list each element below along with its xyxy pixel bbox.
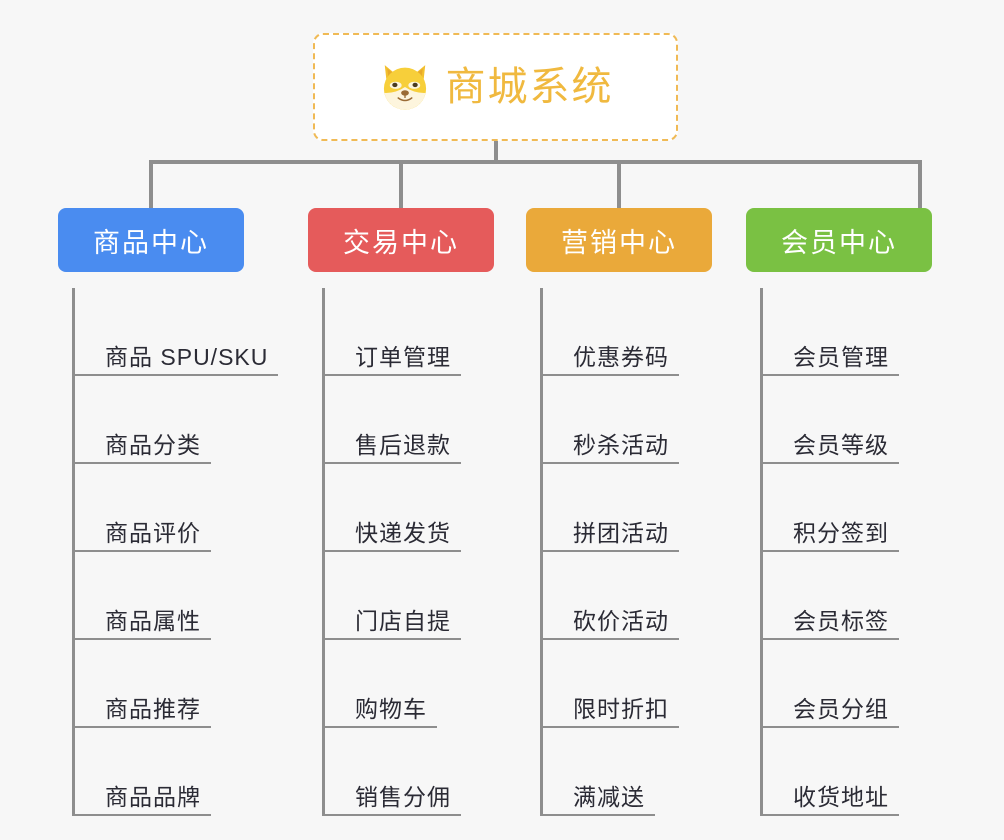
list-item[interactable]: 会员等级 — [763, 376, 936, 464]
leaf-list-4: 会员管理 会员等级 积分签到 会员标签 会员分组 收货地址 — [760, 288, 936, 816]
list-item[interactable]: 售后退款 — [325, 376, 498, 464]
leaf-underline — [543, 550, 679, 552]
category-card-2[interactable]: 交易中心 — [308, 208, 494, 272]
connector-drop-4 — [918, 160, 922, 209]
leaf-label: 满减送 — [573, 784, 645, 811]
leaf-list-3: 优惠券码 秒杀活动 拼团活动 砍价活动 限时折扣 满减送 — [540, 288, 716, 816]
list-item[interactable]: 商品推荐 — [75, 640, 248, 728]
leaf-underline — [325, 726, 437, 728]
leaf-underline — [325, 374, 461, 376]
leaf-underline — [543, 638, 679, 640]
branch-column-3: 营销中心 优惠券码 秒杀活动 拼团活动 砍价活动 限时折扣 — [526, 208, 716, 816]
list-item[interactable]: 销售分佣 — [325, 728, 498, 816]
leaf-underline — [763, 374, 899, 376]
leaf-label: 商品 SPU/SKU — [105, 344, 269, 371]
list-item[interactable]: 快递发货 — [325, 464, 498, 552]
leaf-underline — [543, 814, 655, 816]
leaf-label: 商品分类 — [105, 432, 201, 459]
shiba-dog-face-icon — [383, 65, 426, 110]
leaf-underline — [75, 374, 279, 376]
leaf-underline — [543, 374, 679, 376]
leaf-label: 会员管理 — [793, 344, 889, 371]
leaf-label: 优惠券码 — [573, 344, 669, 371]
category-card-3[interactable]: 营销中心 — [526, 208, 712, 272]
leaf-underline — [325, 638, 461, 640]
leaf-label: 收货地址 — [793, 784, 889, 811]
leaf-underline — [75, 462, 211, 464]
connector-drop-3 — [617, 160, 621, 209]
root-node-title: 商城系统 — [445, 65, 614, 109]
leaf-label: 会员分组 — [793, 696, 889, 723]
leaf-underline — [543, 726, 679, 728]
category-card-1[interactable]: 商品中心 — [58, 208, 244, 272]
leaf-label: 商品评价 — [105, 520, 201, 547]
leaf-underline — [75, 726, 211, 728]
leaf-underline — [543, 462, 679, 464]
connector-drop-1 — [149, 160, 153, 209]
list-item[interactable]: 秒杀活动 — [543, 376, 716, 464]
list-item[interactable]: 优惠券码 — [543, 288, 716, 376]
leaf-label: 会员等级 — [793, 432, 889, 459]
leaf-list-1: 商品 SPU/SKU 商品分类 商品评价 商品属性 商品推荐 商品品牌 — [72, 288, 279, 816]
leaf-label: 商品推荐 — [105, 696, 201, 723]
list-item[interactable]: 满减送 — [543, 728, 716, 816]
leaf-label: 订单管理 — [355, 344, 451, 371]
leaf-underline — [763, 814, 899, 816]
leaf-underline — [763, 638, 899, 640]
branch-column-4: 会员中心 会员管理 会员等级 积分签到 会员标签 会员分组 — [746, 208, 936, 816]
leaf-label: 商品品牌 — [105, 784, 201, 811]
list-item[interactable]: 会员标签 — [763, 552, 936, 640]
list-item[interactable]: 积分签到 — [763, 464, 936, 552]
list-item[interactable]: 砍价活动 — [543, 552, 716, 640]
leaf-label: 积分签到 — [793, 520, 889, 547]
leaf-underline — [325, 814, 461, 816]
leaf-label: 秒杀活动 — [573, 432, 669, 459]
list-item[interactable]: 购物车 — [325, 640, 498, 728]
branch-column-2: 交易中心 订单管理 售后退款 快递发货 门店自提 购物车 — [308, 208, 498, 816]
leaf-label: 售后退款 — [355, 432, 451, 459]
list-item[interactable]: 门店自提 — [325, 552, 498, 640]
list-item[interactable]: 会员管理 — [763, 288, 936, 376]
list-item[interactable]: 商品品牌 — [75, 728, 248, 816]
leaf-label: 门店自提 — [355, 608, 451, 635]
root-node-mall-system[interactable]: 商城系统 — [313, 33, 678, 141]
connector-bus-horizontal — [150, 160, 922, 164]
leaf-underline — [325, 462, 461, 464]
leaf-label: 商品属性 — [105, 608, 201, 635]
list-item[interactable]: 商品分类 — [75, 376, 248, 464]
list-item[interactable]: 商品 SPU/SKU — [75, 288, 279, 376]
list-item[interactable]: 会员分组 — [763, 640, 936, 728]
leaf-underline — [325, 550, 461, 552]
leaf-label: 销售分佣 — [355, 784, 451, 811]
leaf-underline — [75, 814, 211, 816]
list-item[interactable]: 限时折扣 — [543, 640, 716, 728]
list-item[interactable]: 商品属性 — [75, 552, 248, 640]
list-item[interactable]: 商品评价 — [75, 464, 248, 552]
leaf-list-2: 订单管理 售后退款 快递发货 门店自提 购物车 销售分佣 — [322, 288, 498, 816]
connector-trunk-vertical — [494, 141, 498, 163]
category-card-4[interactable]: 会员中心 — [746, 208, 932, 272]
leaf-label: 购物车 — [355, 696, 427, 723]
list-item[interactable]: 订单管理 — [325, 288, 498, 376]
branch-column-1: 商品中心 商品 SPU/SKU 商品分类 商品评价 商品属性 商品推荐 — [58, 208, 279, 816]
leaf-label: 限时折扣 — [573, 696, 669, 723]
leaf-underline — [763, 550, 899, 552]
list-item[interactable]: 拼团活动 — [543, 464, 716, 552]
leaf-label: 会员标签 — [793, 608, 889, 635]
connector-drop-2 — [399, 160, 403, 209]
leaf-underline — [75, 638, 211, 640]
leaf-underline — [75, 550, 211, 552]
leaf-label: 拼团活动 — [573, 520, 669, 547]
leaf-label: 砍价活动 — [573, 608, 669, 635]
list-item[interactable]: 收货地址 — [763, 728, 936, 816]
leaf-underline — [763, 726, 899, 728]
leaf-underline — [763, 462, 899, 464]
leaf-label: 快递发货 — [355, 520, 451, 547]
